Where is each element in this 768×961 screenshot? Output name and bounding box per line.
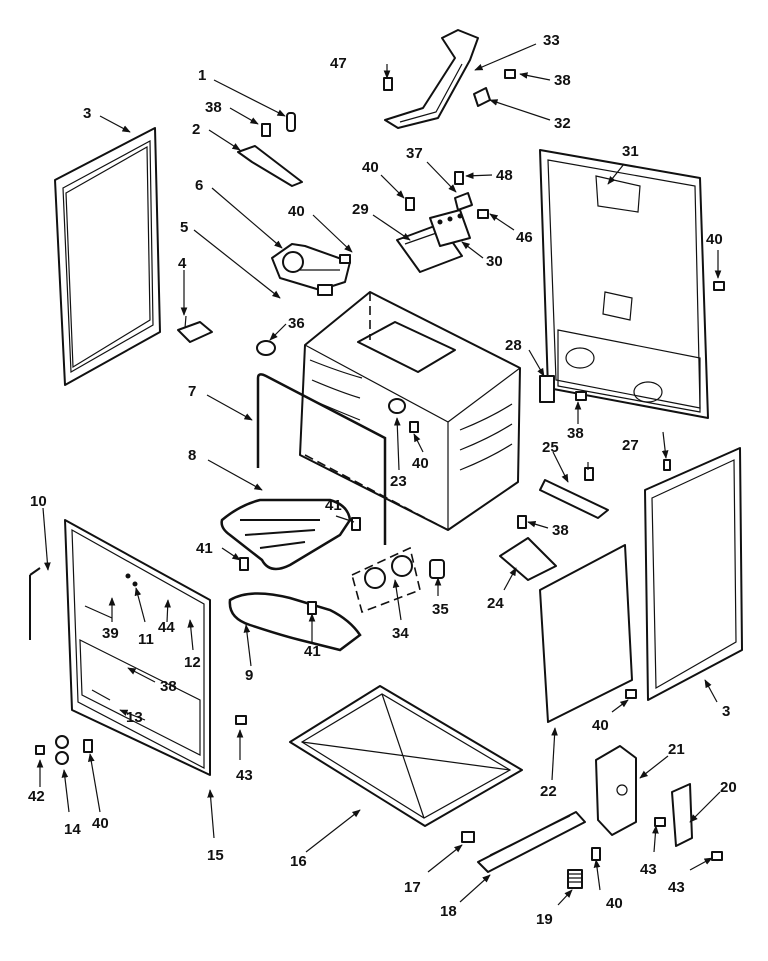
callout-2: 2	[192, 121, 200, 138]
callout-47: 47	[330, 55, 347, 72]
bracket-part-20	[671, 783, 693, 847]
callout-25: 25	[542, 439, 559, 456]
callout-44: 44	[158, 619, 175, 636]
callout-40-rear: 40	[706, 231, 723, 248]
callout-38-bracket24: 38	[552, 522, 569, 539]
drawer	[289, 685, 523, 827]
bracket-part-25	[539, 479, 609, 519]
callout-18: 18	[440, 903, 457, 920]
bracket-part-24	[499, 537, 557, 581]
callout-23: 23	[390, 473, 407, 490]
callout-21: 21	[668, 741, 685, 758]
terminal-block-30	[429, 209, 471, 247]
sensor-part-23	[388, 398, 406, 414]
callout-12: 12	[184, 654, 201, 671]
callout-9: 9	[245, 667, 253, 684]
callout-13: 13	[126, 709, 143, 726]
front-frame	[64, 519, 211, 776]
callout-7: 7	[188, 383, 196, 400]
callout-14: 14	[64, 821, 81, 838]
callout-38-bracket: 38	[554, 72, 571, 89]
rear-panel	[539, 149, 709, 419]
callout-42: 42	[28, 788, 45, 805]
callout-43-bracket20: 43	[668, 879, 685, 896]
right-side-panel	[644, 447, 743, 701]
callout-38-rear: 38	[567, 425, 584, 442]
callout-38-frame: 38	[160, 678, 177, 695]
callout-11: 11	[138, 631, 154, 648]
broil-element	[256, 373, 387, 545]
callout-22: 22	[540, 783, 557, 800]
callout-3-right: 3	[722, 703, 730, 720]
callout-28: 28	[505, 337, 522, 354]
bracket-part-33	[384, 29, 479, 129]
callout-labels: 1 2 3 38 6 40 5 4 36 7 8 47 33 38 32 40 …	[28, 32, 737, 928]
callout-41-lower: 41	[304, 643, 321, 660]
callout-40-frame: 40	[92, 815, 109, 832]
oven-cavity	[299, 291, 521, 531]
callout-4: 4	[178, 255, 187, 272]
callout-39: 39	[102, 625, 119, 642]
callout-20: 20	[720, 779, 737, 796]
side-panel-22	[539, 544, 633, 723]
callout-5: 5	[180, 219, 188, 236]
burner-valve-assembly	[271, 243, 351, 296]
callout-43-bracket21: 43	[640, 861, 657, 878]
callout-1: 1	[198, 67, 206, 84]
callout-34: 34	[392, 625, 409, 642]
callout-27: 27	[622, 437, 639, 454]
callout-37: 37	[406, 145, 423, 162]
switch-part-28	[539, 375, 555, 403]
callout-40-burner: 40	[288, 203, 305, 220]
bracket-part-2	[237, 145, 303, 187]
plug-part-36	[256, 340, 276, 356]
clip-part-32	[473, 87, 491, 107]
screw-part-37	[454, 192, 473, 211]
callout-16: 16	[290, 853, 307, 870]
callout-24: 24	[487, 595, 504, 612]
callout-36: 36	[288, 315, 305, 332]
callout-30: 30	[486, 253, 503, 270]
callout-31: 31	[622, 143, 639, 160]
callout-3-left: 3	[83, 105, 91, 122]
fastener-part-14	[55, 735, 69, 765]
callout-38-top: 38	[205, 99, 222, 116]
callout-40-rail: 40	[606, 895, 623, 912]
callout-15: 15	[207, 847, 224, 864]
leveling-leg	[567, 869, 583, 889]
wire-part-10	[29, 567, 41, 640]
callout-48: 48	[496, 167, 513, 184]
callout-10: 10	[30, 493, 47, 510]
callout-32: 32	[554, 115, 571, 132]
callout-40-terminal: 40	[362, 159, 379, 176]
pin-part-1	[286, 112, 296, 132]
callout-29: 29	[352, 201, 369, 218]
callout-33: 33	[543, 32, 560, 49]
callout-43-frame: 43	[236, 767, 253, 784]
callout-40-panel: 40	[592, 717, 609, 734]
bracket-part-21	[595, 745, 637, 836]
clip-part-17	[461, 831, 475, 843]
callout-41-bake: 41	[325, 497, 342, 514]
callout-19: 19	[536, 911, 553, 928]
bracket-part-4	[177, 315, 213, 343]
callout-6: 6	[195, 177, 203, 194]
callout-41-left: 41	[196, 540, 213, 557]
callout-17: 17	[404, 879, 421, 896]
drawer-rail	[477, 811, 586, 873]
callout-35: 35	[432, 601, 449, 618]
bake-element	[220, 498, 352, 571]
callout-8: 8	[188, 447, 196, 464]
leader-lines	[36, 43, 722, 906]
knob-assembly	[351, 546, 445, 614]
left-side-panel	[54, 127, 161, 386]
lower-element	[228, 592, 362, 652]
callout-46: 46	[516, 229, 533, 246]
callout-40-cavity: 40	[412, 455, 429, 472]
